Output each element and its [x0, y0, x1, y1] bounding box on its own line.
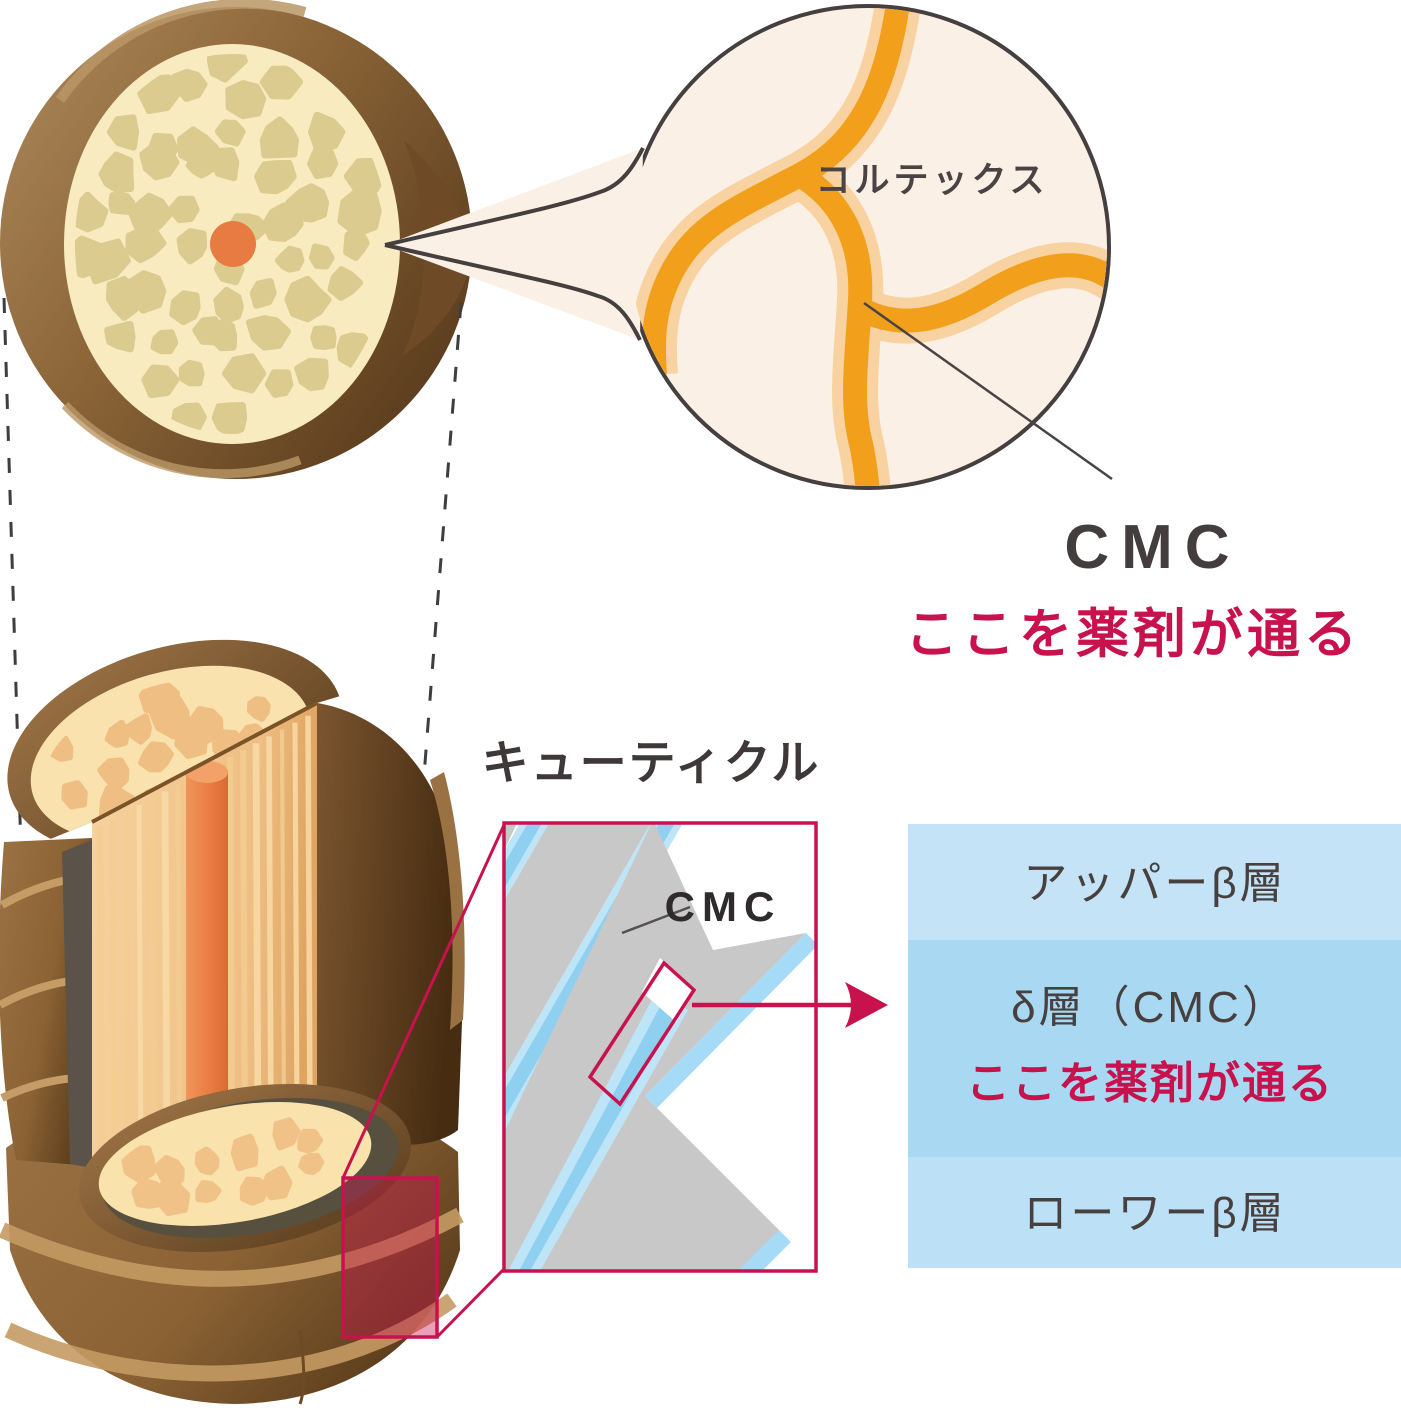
- table-row: ローワーβ層: [908, 1157, 1401, 1268]
- cortex-magnifier: コルテックス: [384, 4, 1113, 490]
- cuticle-detail-box: CMC: [502, 821, 888, 1273]
- scale-band: [4, 1293, 457, 1382]
- scale-sliver: [430, 772, 465, 1030]
- cmc-pointer-line: [863, 301, 1113, 481]
- cortex-label: コルテックス: [816, 161, 1049, 200]
- wedge-edge-bottom: [384, 243, 642, 341]
- table-row: アッパーβ層: [908, 824, 1401, 940]
- callout-wedge: [385, 148, 643, 340]
- cmc-small-pointer: [621, 905, 691, 935]
- cmc-highlight-frame: [587, 960, 697, 1107]
- projection-line-left: [2, 297, 26, 949]
- zoom-leader-top: [341, 824, 506, 1179]
- row-label: δ層（CMC）: [1011, 983, 1289, 1032]
- cmc-layer-line: [519, 999, 679, 1271]
- cuticle-label: キューティクル: [482, 736, 821, 789]
- row-sublabel: ここを薬剤が通る: [966, 1059, 1334, 1108]
- cmc-subtitle: ここを薬剤が通る: [905, 605, 1361, 664]
- highlight-rectangle: [341, 1176, 439, 1339]
- scale-seam: [298, 1329, 306, 1405]
- cuticle-seam: [55, 0, 307, 103]
- medulla-rod: [186, 770, 228, 1140]
- cut-edge: [91, 701, 318, 824]
- arrow-icon: [845, 982, 888, 1028]
- cmc-title: CMC: [1064, 513, 1241, 582]
- cmc-small-label: CMC: [665, 883, 782, 930]
- layer-table: アッパーβ層 δ層（CMC） ここを薬剤が通る ローワーβ層: [908, 824, 1401, 1268]
- box-border: [502, 821, 818, 1273]
- lower-cross-section: [78, 1083, 412, 1253]
- cortex-cell-pattern: [120, 1117, 325, 1217]
- zoom-leader-bottom: [435, 1267, 506, 1339]
- scale-band: [0, 1207, 464, 1287]
- cuticle-seam: [61, 401, 302, 479]
- cuticle-scale-pattern: [504, 823, 816, 1271]
- cmc-bands: [630, 8, 1107, 486]
- shadow-gap: [62, 840, 92, 1168]
- medulla-dot: [210, 221, 256, 267]
- row-label: ローワーβ層: [1023, 1189, 1286, 1238]
- row-label: アッパーβ層: [1023, 859, 1286, 908]
- shaft-right-wall: [317, 703, 464, 1145]
- cortex-cell-pattern: [75, 54, 387, 434]
- wedge-edge-top: [384, 147, 645, 247]
- table-row: δ層（CMC） ここを薬剤が通る: [908, 940, 1401, 1157]
